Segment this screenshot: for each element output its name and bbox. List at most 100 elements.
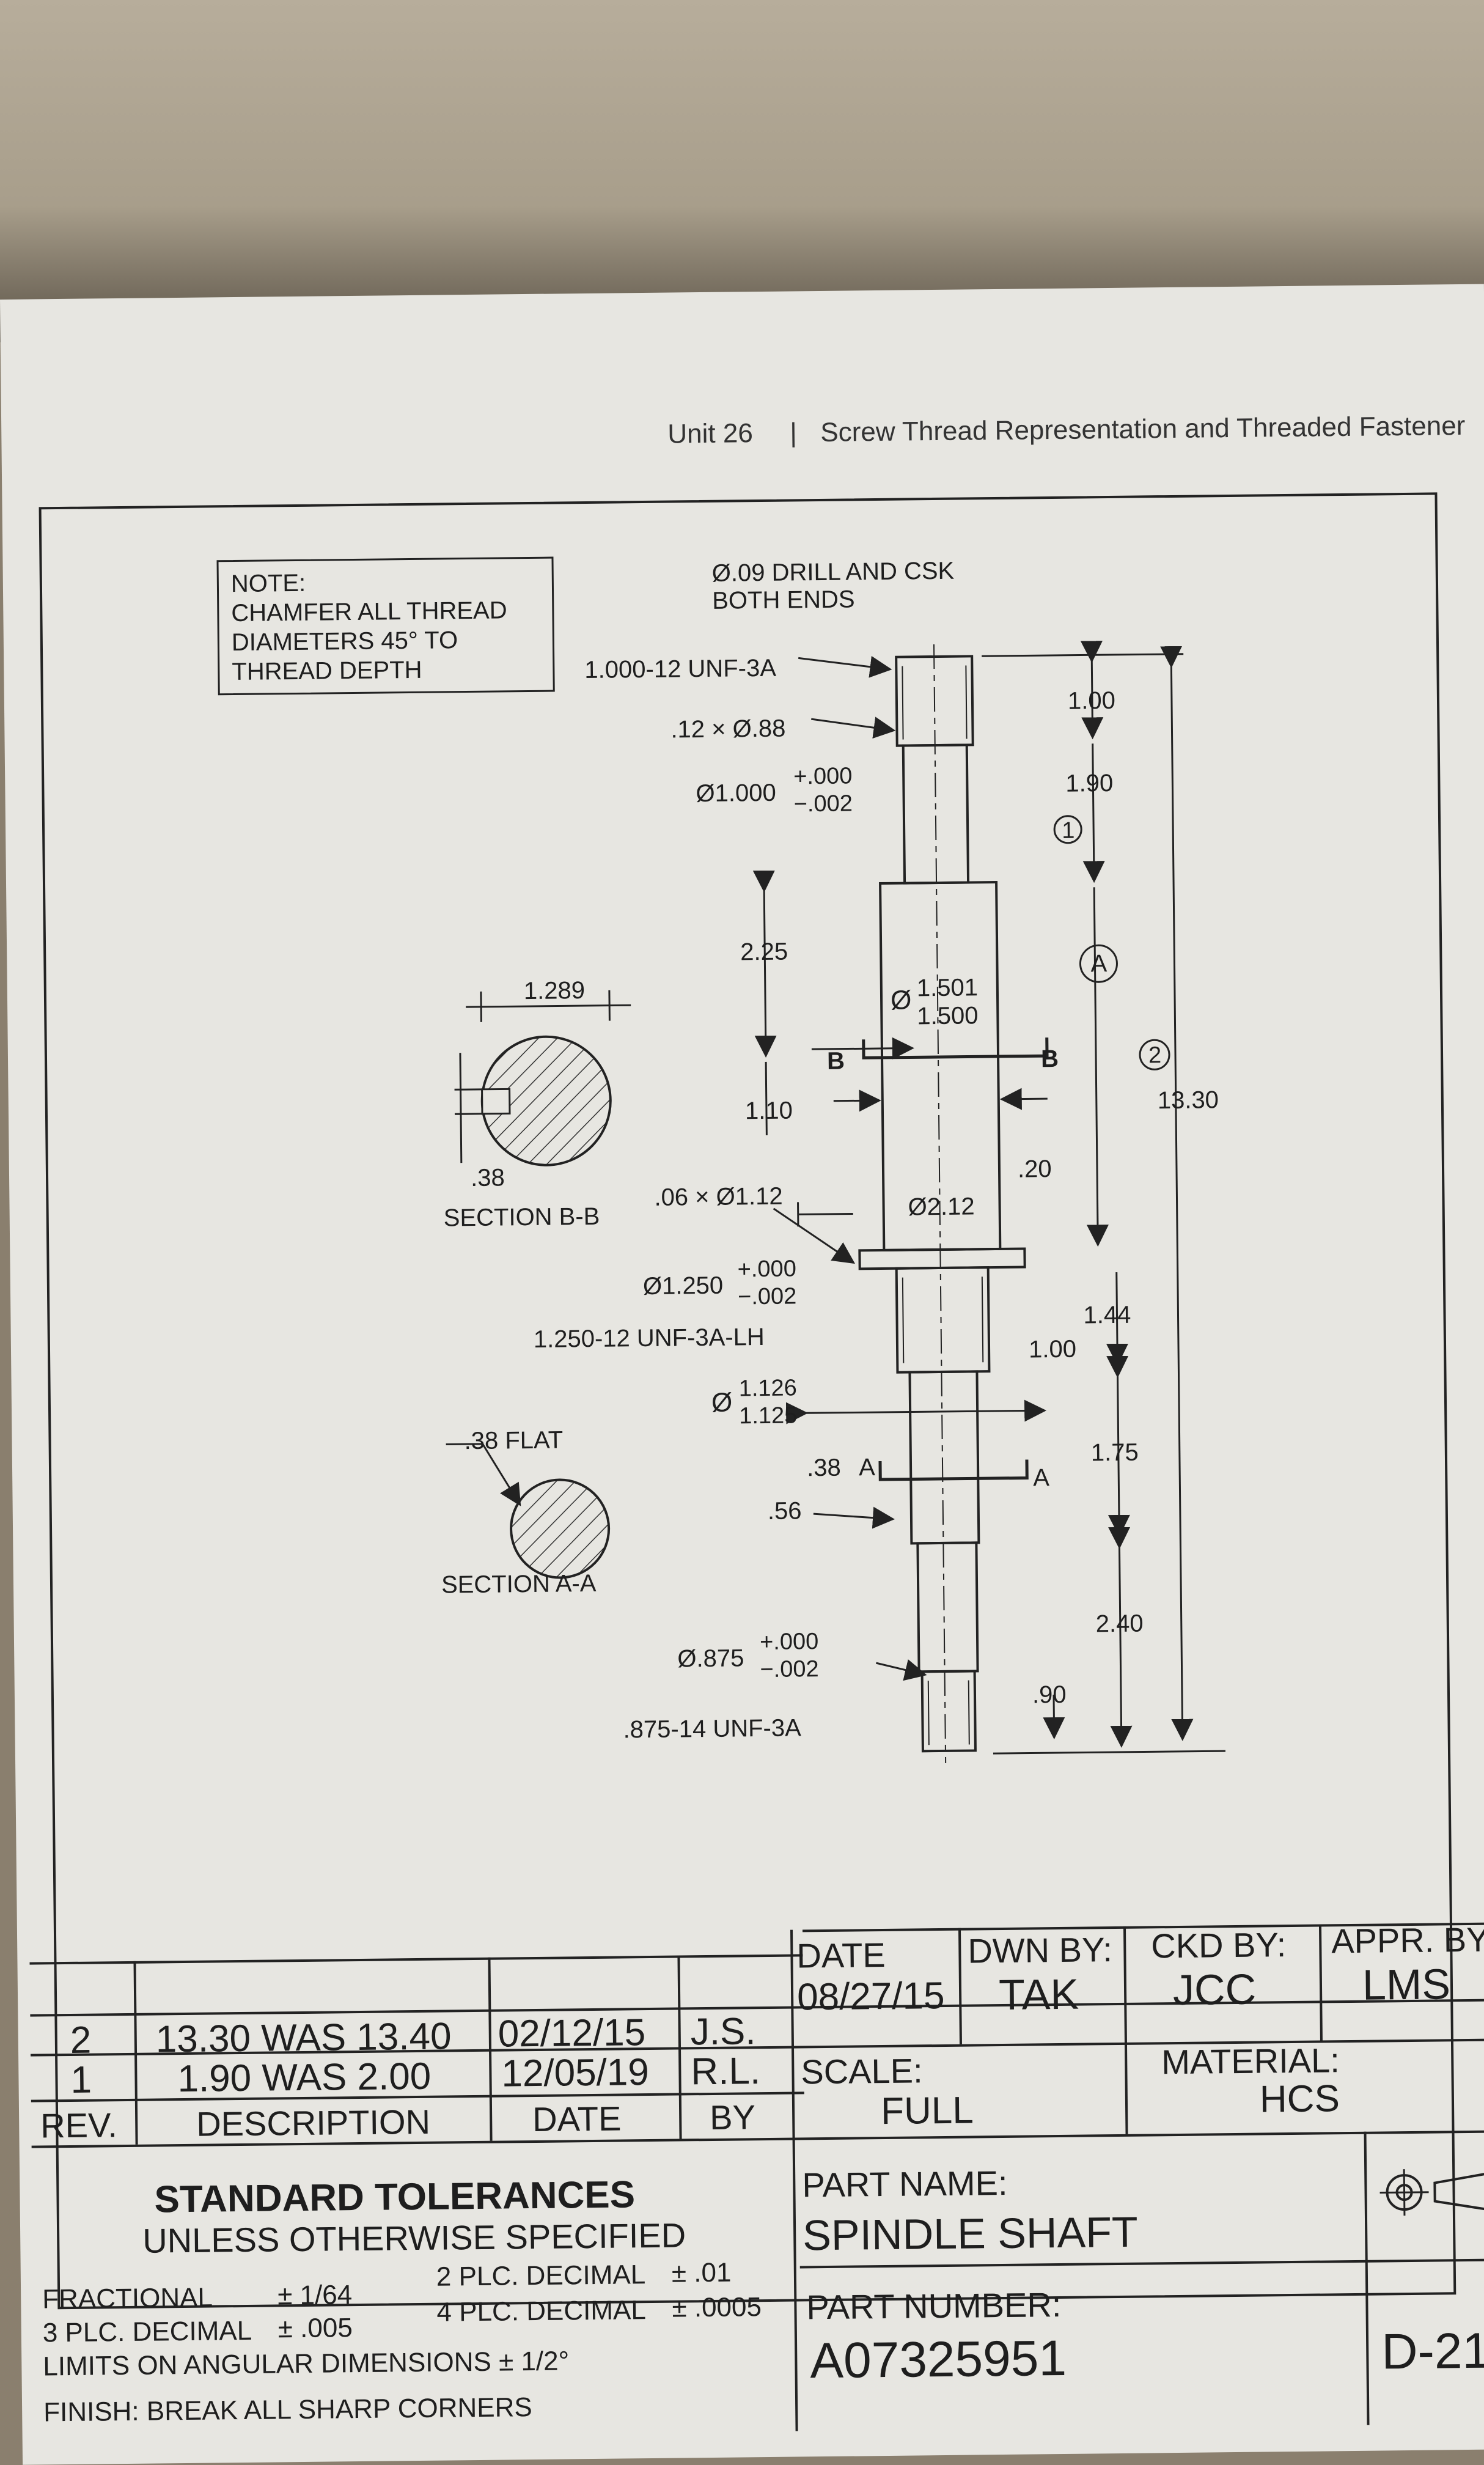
title-block: 2 13.30 WAS 13.40 02/12/15 J.S. 1 1.90 W… (29, 1920, 1484, 2463)
dia-875-plus: +.000 (759, 1629, 819, 1656)
plc3-value: ± .005 (277, 2313, 353, 2344)
circle-markers (1053, 815, 1170, 1070)
cut-B-right: B (1040, 1045, 1059, 1073)
dia-1000-label: Ø1.000 (696, 779, 776, 808)
drill-note-line-2: BOTH ENDS (711, 586, 855, 614)
part-name-value: SPINDLE SHAFT (802, 2208, 1139, 2260)
bottom-thread-section (920, 1670, 977, 1753)
plc4-label: 4 PLC. DECIMAL (436, 2295, 647, 2327)
dia-1125-symbol: Ø (711, 1387, 733, 1418)
section-aa-view (446, 1443, 611, 1579)
journal-1125 (908, 1370, 980, 1545)
rev-row-2-by: J.S. (690, 2010, 756, 2054)
lh-thread-section (895, 1266, 991, 1374)
section-bb-view (454, 990, 631, 1166)
rev-row-2-description: 13.30 WAS 13.40 (155, 2015, 452, 2061)
dim-0-56: .56 (767, 1497, 802, 1525)
dim-13-30: 13.30 (1157, 1086, 1219, 1115)
dimension-lines (752, 641, 1225, 1755)
dia-1500-upper: 1.501 (916, 974, 979, 1002)
rev-marker-2: 2 (1148, 1042, 1162, 1069)
rev-row-1-by: R.L. (691, 2050, 761, 2093)
rev-header-date: DATE (532, 2099, 622, 2139)
finish-note: FINISH: BREAK ALL SHARP CORNERS (43, 2392, 532, 2428)
plc2-label: 2 PLC. DECIMAL (436, 2260, 646, 2292)
section-bb-label: SECTION B-B (443, 1203, 600, 1232)
rev-row-1-rev: 1 (70, 2058, 92, 2101)
dim-1-10: 1.10 (744, 1097, 793, 1125)
chamfer-callout-mid: .06 × Ø1.12 (654, 1182, 783, 1211)
cut-B-left: B (826, 1047, 845, 1075)
dim-1-90: 1.90 (1065, 769, 1114, 797)
rev-marker-1: 1 (1061, 817, 1075, 844)
rev-header-rev: REV. (40, 2106, 118, 2145)
rev-row-2-date: 02/12/15 (498, 2011, 646, 2055)
dim-1-00-top: 1.00 (1067, 687, 1116, 715)
dim-1-00-mid: 1.00 (1028, 1335, 1077, 1363)
plc4-value: ± .0005 (672, 2292, 762, 2323)
part-name-label: PART NAME: (802, 2163, 1008, 2205)
ckd-by-value: JCC (1172, 1965, 1257, 2014)
rev-row-1-description: 1.90 WAS 2.00 (177, 2055, 432, 2101)
dia-1250-label: Ø1.250 (642, 1272, 724, 1300)
dwn-by-value: TAK (998, 1970, 1079, 2019)
date-label: DATE (796, 1935, 886, 1975)
section-aa-label: SECTION A-A (441, 1569, 597, 1599)
rev-header-description: DESCRIPTION (196, 2102, 431, 2143)
fractional-value: ± 1/64 (277, 2280, 353, 2311)
rev-row-2-rev: 2 (70, 2019, 92, 2062)
rev-row-1-date: 12/05/19 (501, 2051, 650, 2095)
date-value: 08/27/15 (796, 1974, 945, 2019)
dia-1125-upper: 1.126 (738, 1375, 798, 1402)
material-label: MATERIAL: (1161, 2041, 1340, 2082)
dia-1000-plus: +.000 (793, 763, 853, 790)
cut-A-right: A (1033, 1464, 1050, 1492)
appr-by-value: LMS (1362, 1960, 1451, 2009)
dia-1250-plus: +.000 (737, 1256, 797, 1283)
drill-note-line-1: Ø.09 DRILL AND CSK (711, 557, 955, 587)
tolerances-subtitle: UNLESS OTHERWISE SPECIFIED (142, 2216, 686, 2260)
third-angle-projection-icon (1379, 2169, 1484, 2216)
dim-1-75: 1.75 (1090, 1439, 1139, 1467)
dwn-by-label: DWN BY: (968, 1930, 1113, 1970)
ckd-by-label: CKD BY: (1150, 1925, 1287, 1966)
dia-1000-minus: −.002 (793, 790, 853, 817)
dia-212-label: Ø2.12 (908, 1193, 975, 1221)
dia-1125-lower: 1.125 (738, 1402, 798, 1429)
journal-875 (916, 1541, 979, 1673)
plc2-value: ± .01 (671, 2257, 732, 2288)
cut-A-left: A (858, 1454, 875, 1481)
sheet-id: D-21 (1381, 2323, 1484, 2380)
collar-212 (858, 1247, 1026, 1270)
datum-A-marker: A (1090, 950, 1107, 978)
dim-1-44: 1.44 (1083, 1301, 1131, 1329)
chamfer-callout-top: .12 × Ø.88 (670, 715, 786, 743)
fractional-label: FRACTIONAL (42, 2282, 213, 2315)
dia-875-minus: −.002 (760, 1656, 819, 1683)
section-aa-flat: .38 FLAT (464, 1426, 564, 1455)
dim-2-25: 2.25 (740, 938, 788, 966)
background-surface (0, 0, 1484, 342)
dim-0-38: .38 (806, 1454, 841, 1482)
textbook-page: Unit 26 | Screw Thread Representation an… (0, 284, 1484, 2465)
scale-value: FULL (880, 2089, 974, 2133)
dia-1250-minus: −.002 (737, 1283, 797, 1310)
section-bb-depth: .38 (470, 1164, 505, 1192)
thread-callout-top: 1.000-12 UNF-3A (584, 654, 777, 684)
thread-callout-bottom: .875-14 UNF-3A (623, 1714, 802, 1744)
dia-1500-lower: 1.500 (917, 1002, 979, 1030)
dim-0-20: .20 (1017, 1155, 1052, 1183)
plc3-label: 3 PLC. DECIMAL (42, 2315, 252, 2348)
thread-callout-lh: 1.250-12 UNF-3A-LH (533, 1323, 765, 1353)
tolerances-title: STANDARD TOLERANCES (154, 2173, 636, 2221)
rev-header-by: BY (709, 2098, 756, 2137)
appr-by-label: APPR. BY: (1331, 1920, 1484, 1961)
centerline (933, 644, 947, 1763)
part-number-value: A07325951 (809, 2330, 1067, 2389)
shaft-drawing (446, 641, 1225, 1763)
dim-0-90: .90 (1032, 1681, 1067, 1709)
cutting-planes (862, 1037, 1049, 1481)
scale-label: SCALE: (801, 2051, 923, 2091)
section-bb-width: 1.289 (523, 977, 586, 1005)
dia-875-label: Ø.875 (677, 1645, 744, 1673)
